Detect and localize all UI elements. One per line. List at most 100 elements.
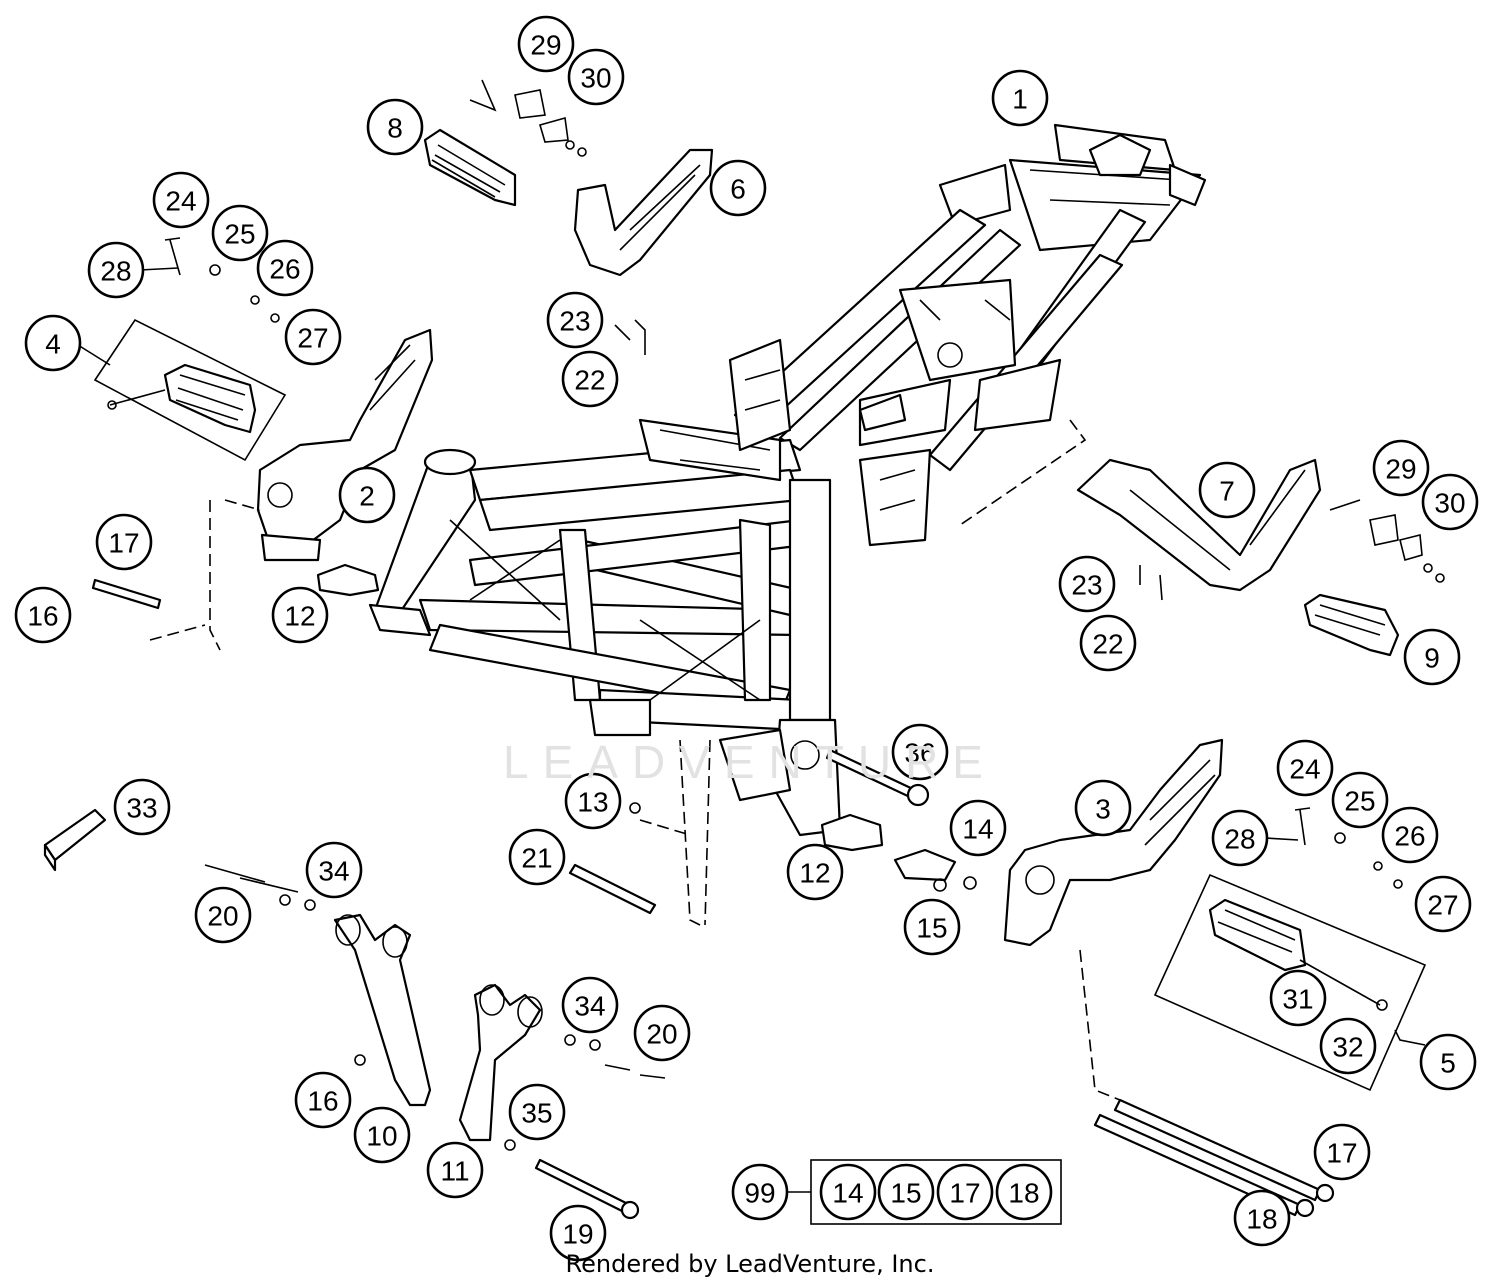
callout-c32-number: 32: [1332, 1032, 1363, 1063]
callout-c17b: 17: [1313, 1123, 1371, 1181]
callout-c23a-circle: [546, 291, 604, 349]
callout-c14: 14: [949, 799, 1007, 857]
callout-c28b-number: 28: [1224, 824, 1255, 855]
callout-c22a-number: 22: [574, 365, 605, 396]
callout-c20b-circle: [633, 1004, 691, 1062]
callout-c1-circle: [991, 69, 1049, 127]
leader-lines: [77, 267, 1426, 1193]
callout-c9-number: 9: [1424, 643, 1440, 674]
callout-c29b-number: 29: [1385, 454, 1416, 485]
callout-c7-number: 7: [1219, 476, 1235, 507]
callout-c32: 32: [1319, 1017, 1377, 1075]
callout-c17a: 17: [95, 513, 153, 571]
callout-c23a: 23: [546, 291, 604, 349]
callout-c23b-number: 23: [1071, 570, 1102, 601]
callout-c20b-number: 20: [646, 1019, 677, 1050]
callout-c24b: 24: [1276, 739, 1334, 797]
callout-c33: 33: [113, 778, 171, 836]
callout-c10: 10: [353, 1106, 411, 1164]
callout-c7-circle: [1198, 461, 1256, 519]
callout-c34b: 34: [561, 976, 619, 1034]
callout-c17b-circle: [1313, 1123, 1371, 1181]
callout-c33-number: 33: [126, 793, 157, 824]
callout-c29a: 29: [517, 15, 575, 73]
right-footpeg-assembly-drawing: [1153, 873, 1427, 1092]
callout-c17a-circle: [95, 513, 153, 571]
kit-callout-item-3-number: 18: [1008, 1178, 1039, 1209]
callout-c18-number: 18: [1246, 1204, 1277, 1235]
callout-c16b: 16: [294, 1071, 352, 1129]
callout-c13-number: 13: [577, 787, 608, 818]
main-frame-drawing: [368, 123, 1207, 837]
callout-c31-circle: [1269, 969, 1327, 1027]
assembly-guide-lines: [149, 419, 1121, 1101]
callout-c31-number: 31: [1282, 984, 1313, 1015]
callout-c6-number: 6: [730, 174, 746, 205]
callout-c35-number: 35: [521, 1098, 552, 1129]
callout-c28a-number: 28: [100, 256, 131, 287]
callout-c4: 4: [24, 314, 82, 372]
callout-c14-circle: [949, 799, 1007, 857]
callout-c28a-circle: [87, 241, 145, 299]
callout-c28a: 28: [87, 241, 145, 299]
right-passenger-peg-drawing: [1303, 593, 1400, 657]
callout-c30a: 30: [567, 48, 625, 106]
kit-callout-item-1-circle: [877, 1163, 935, 1221]
callout-c8: 8: [366, 98, 424, 156]
callout-c22b-circle: [1079, 614, 1137, 672]
callout-c4-circle: [24, 314, 82, 372]
callout-c13-circle: [564, 772, 622, 830]
callout-c27b-number: 27: [1427, 890, 1458, 921]
callout-c26a-circle: [256, 239, 314, 297]
callout-c21-number: 21: [521, 843, 552, 874]
callout-c10-number: 10: [366, 1121, 397, 1152]
callout-c36-circle: [891, 723, 949, 781]
callout-c5-number: 5: [1440, 1048, 1456, 1079]
kit-callout-item-2-number: 17: [949, 1178, 980, 1209]
callout-c27b: 27: [1414, 875, 1472, 933]
callout-c1: 1: [991, 69, 1049, 127]
callout-c18: 18: [1233, 1189, 1291, 1247]
callout-c11-number: 11: [440, 1156, 469, 1187]
kit-callout-item-0-number: 14: [832, 1178, 863, 1209]
callout-c24a-number: 24: [165, 186, 196, 217]
callout-c15: 15: [903, 898, 961, 956]
callout-c25a-circle: [211, 204, 269, 262]
callout-c20a-circle: [194, 886, 252, 944]
callout-c29b-circle: [1372, 439, 1430, 497]
kit-callout-item-1-number: 15: [890, 1178, 921, 1209]
callout-c29a-circle: [517, 15, 575, 73]
callout-c24a-circle: [152, 171, 210, 229]
callout-c24b-number: 24: [1289, 754, 1320, 785]
callout-c23b-circle: [1058, 555, 1116, 613]
callout-c17a-number: 17: [108, 528, 139, 559]
callout-c12b-circle: [786, 843, 844, 901]
callout-c27a-number: 27: [297, 323, 328, 354]
callout-c2-number: 2: [359, 481, 375, 512]
callout-c13: 13: [564, 772, 622, 830]
callout-c27a: 27: [284, 308, 342, 366]
callout-c22b: 22: [1079, 614, 1137, 672]
kit-callout-item-0: 14: [819, 1163, 877, 1221]
callout-c16a-circle: [14, 586, 72, 644]
callout-c19-circle: [549, 1204, 607, 1262]
callout-c2-circle: [338, 466, 396, 524]
callout-c20a-number: 20: [207, 901, 238, 932]
callout-c22a: 22: [561, 350, 619, 408]
callout-c8-number: 8: [387, 113, 403, 144]
callout-c22b-number: 22: [1092, 629, 1123, 660]
callout-c30a-circle: [567, 48, 625, 106]
callout-c36-number: 36: [904, 738, 935, 769]
callout-c14-number: 14: [962, 814, 993, 845]
callout-c34a: 34: [305, 841, 363, 899]
callout-c35: 35: [508, 1083, 566, 1141]
kit-99-box: [810, 1159, 1062, 1225]
callout-c12b: 12: [786, 843, 844, 901]
callout-c11: 11: [426, 1141, 484, 1199]
callout-c24a: 24: [152, 171, 210, 229]
kit-callout-item-3-circle: [995, 1163, 1053, 1221]
footer-credit: Rendered by LeadVenture, Inc.: [565, 1250, 935, 1278]
callout-c11-circle: [426, 1141, 484, 1199]
kit-callout-item-2: 17: [936, 1163, 994, 1221]
callout-c32-circle: [1319, 1017, 1377, 1075]
